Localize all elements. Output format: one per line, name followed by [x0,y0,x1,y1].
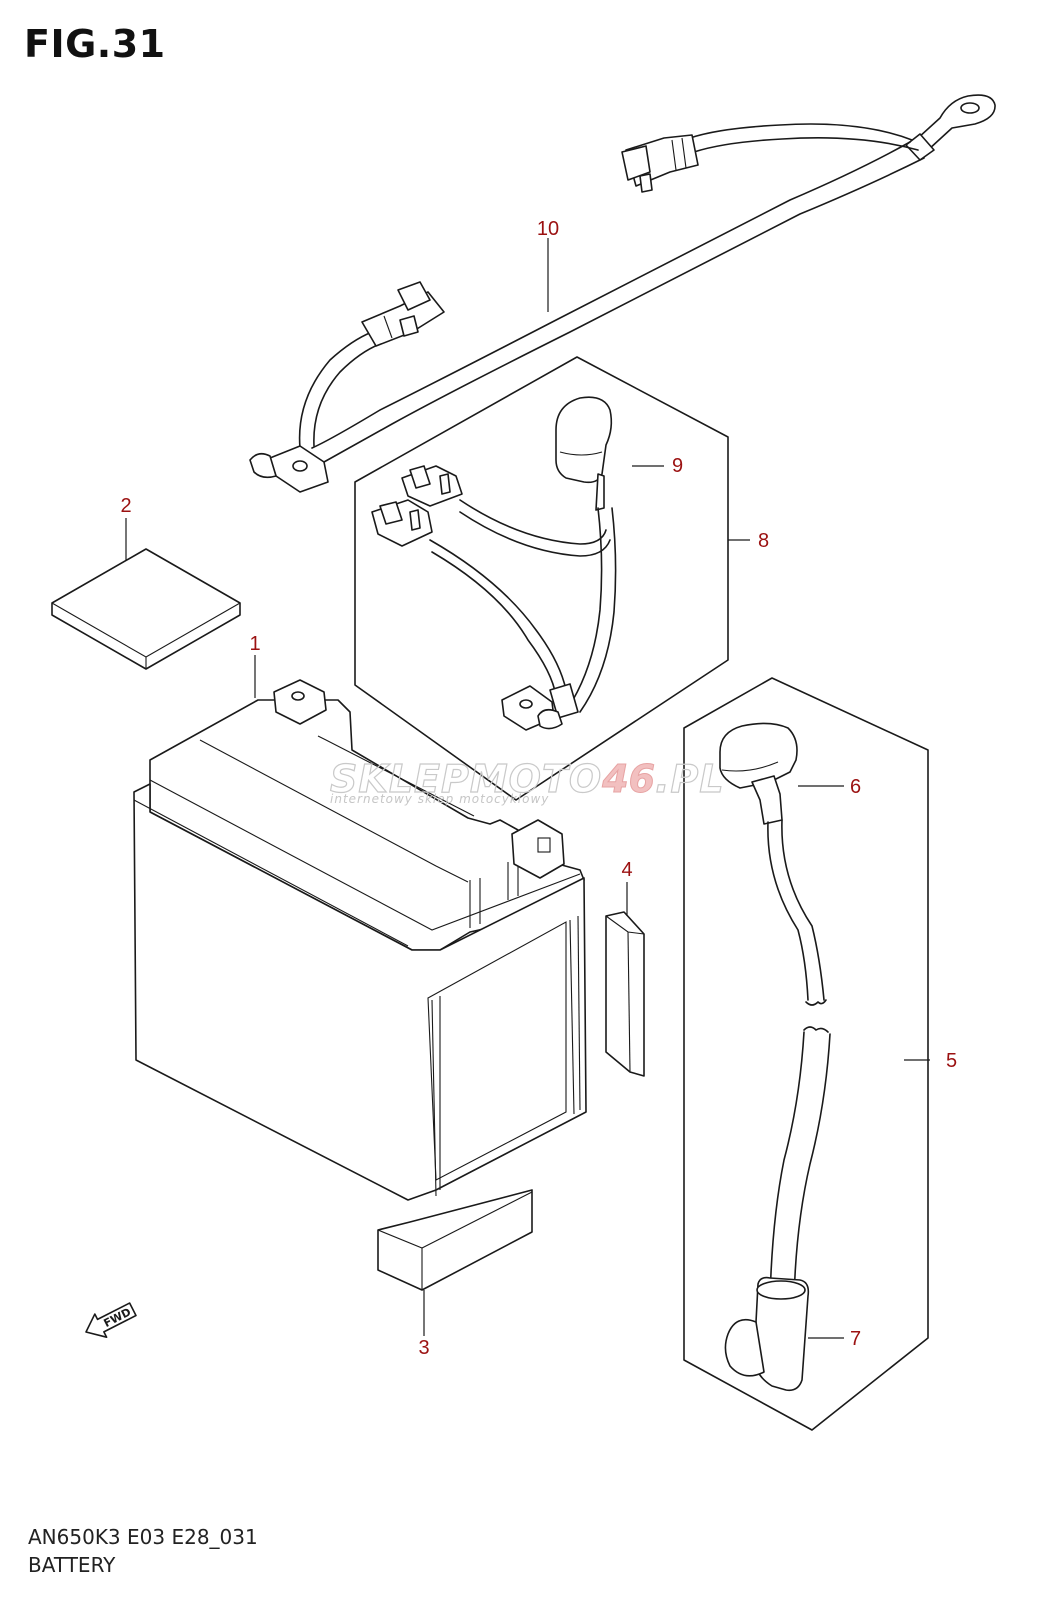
callout-1: 1 [249,633,260,655]
pad-part-3 [377,1189,533,1291]
callout-9: 9 [672,455,683,477]
callout-6: 6 [850,776,861,798]
callout-7: 7 [850,1328,861,1350]
assembly-8-outline [354,356,729,801]
sheet-part-2 [51,548,241,670]
cable-part-5 [719,722,831,1392]
callout-3: 3 [418,1337,429,1359]
figure-title: FIG.31 [24,22,166,66]
callout-4: 4 [621,859,632,881]
battery-part-1 [133,679,587,1201]
pad-part-4 [605,911,645,1077]
cable-set-part-8 [371,396,617,731]
callout-8: 8 [758,530,769,552]
harness-part-10 [249,94,996,493]
watermark-logo: SKLEPMOTO46.PL [330,757,725,801]
callout-10: 10 [537,218,559,240]
assembly-5-outline [683,677,929,1431]
diagram-subtitle: BATTERY [28,1553,116,1577]
model-code: AN650K3 E03 E28_031 [28,1525,258,1549]
watermark: SKLEPMOTO46.PL internetowy sklep motocyk… [329,756,725,806]
callout-5: 5 [946,1050,957,1072]
fwd-arrow-icon: FWD [85,1302,137,1339]
callout-2: 2 [120,495,131,517]
watermark-tagline: internetowy sklep motocyklowy [330,792,549,806]
